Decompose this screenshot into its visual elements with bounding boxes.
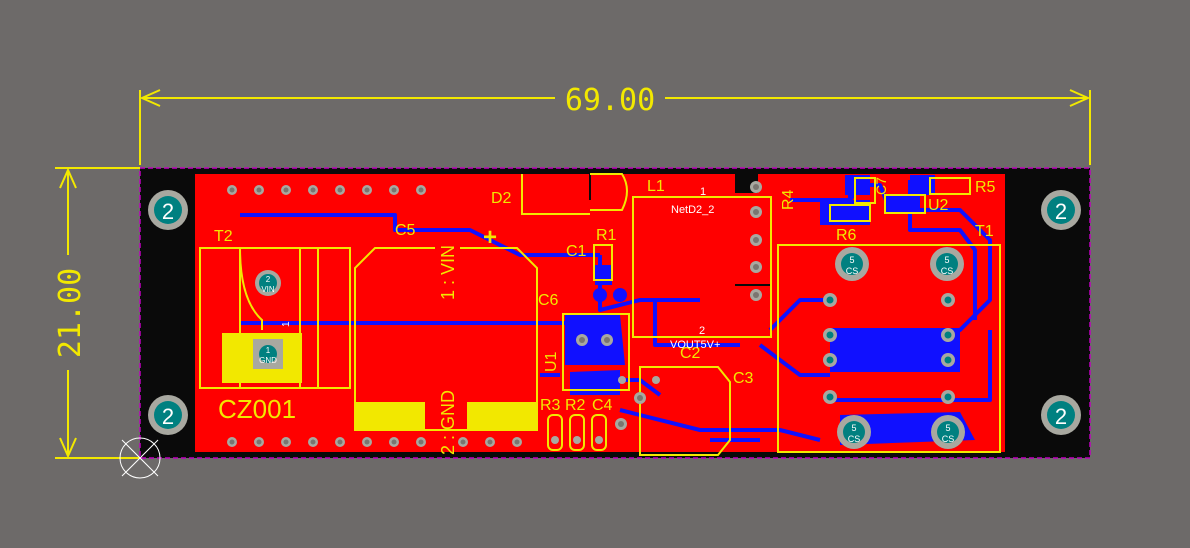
- svg-text:2: 2: [1055, 199, 1067, 224]
- net-d2-2: NetD2_2: [671, 204, 714, 216]
- label-plus: +: [483, 224, 497, 251]
- cs-pad-1: 5 CS: [835, 247, 869, 281]
- t2-gnd-pad: 1 GND: [253, 339, 283, 369]
- cs-pad-4: 5 CS: [931, 415, 965, 449]
- t2-vin-pad: 2 VIN: [255, 270, 281, 296]
- label-c3: C3: [733, 370, 754, 387]
- header-pins-top: [227, 185, 426, 195]
- transformer-pins: [823, 293, 955, 404]
- cs-pad-net: CS: [846, 266, 859, 276]
- label-c7: C7: [873, 177, 889, 195]
- silkscreen-outlines: [199, 173, 1001, 456]
- connector-pins-right: [750, 181, 762, 301]
- mounting-hole-top-right: 2: [1041, 190, 1081, 230]
- silkscreen-labels: T2 C5 1 : VIN 2 : GND + D2 L1 C1 R1 C6 U…: [214, 177, 996, 455]
- net-pin2: 2: [699, 325, 705, 337]
- cs-pad-num: 5: [849, 255, 854, 265]
- label-c1: C1: [566, 243, 587, 260]
- label-c2: C2: [680, 345, 701, 362]
- cs-pad-3: 5 CS: [837, 415, 871, 449]
- height-dimension-label: 21.00: [53, 268, 88, 358]
- label-r2: R2: [565, 397, 586, 414]
- t2-pin2-num: 2: [266, 275, 271, 284]
- t2-pin1-net: GND: [259, 356, 277, 365]
- t2-pin2-net: VIN: [261, 285, 275, 294]
- label-r3: R3: [540, 397, 561, 414]
- cs-pad-net: CS: [941, 266, 954, 276]
- height-dimension: [55, 167, 140, 459]
- label-board-name: CZ001: [218, 394, 296, 424]
- cs-pad-num: 5: [944, 255, 949, 265]
- label-u1: U1: [543, 351, 560, 372]
- label-vin: 1 : VIN: [438, 245, 458, 300]
- label-t1: T1: [975, 223, 994, 240]
- label-u2: U2: [928, 197, 949, 214]
- svg-text:2: 2: [162, 404, 174, 429]
- cs-pad-num: 5: [945, 423, 950, 433]
- t2-pin1-num: 1: [266, 346, 271, 355]
- cs-pad-net: CS: [942, 434, 955, 444]
- cs-pad-net: CS: [848, 434, 861, 444]
- label-r1: R1: [596, 227, 617, 244]
- mounting-hole-bottom-right: 2: [1041, 395, 1081, 435]
- header-pins-bottom: [227, 437, 522, 447]
- ic-pads: [551, 334, 660, 444]
- width-dimension: [139, 89, 1091, 165]
- t2-side-pin: 1: [281, 321, 292, 327]
- label-gnd: 2 : GND: [438, 390, 458, 455]
- net-labels: 1 NetD2_2 2 VOUT5V+ 1: [281, 186, 720, 351]
- width-dimension-label: 69.00: [565, 83, 655, 118]
- label-r4: R4: [780, 189, 797, 210]
- mounting-hole-top-left: 2: [148, 190, 188, 230]
- label-c6: C6: [538, 292, 559, 309]
- cs-pad-2: 5 CS: [930, 247, 964, 281]
- svg-text:2: 2: [162, 199, 174, 224]
- label-c5: C5: [395, 222, 416, 239]
- cs-pad-num: 5: [851, 423, 856, 433]
- label-t2: T2: [214, 228, 233, 245]
- label-l1: L1: [647, 178, 665, 195]
- mounting-hole-bottom-left: 2: [148, 395, 188, 435]
- net-pin1: 1: [700, 186, 706, 198]
- label-r5: R5: [975, 179, 996, 196]
- origin-marker-icon: [119, 437, 161, 479]
- net-vout: VOUT5V+: [670, 339, 720, 351]
- label-r6: R6: [836, 227, 857, 244]
- svg-text:2: 2: [1055, 404, 1067, 429]
- label-c4: C4: [592, 397, 613, 414]
- board-outline: [139, 167, 1091, 459]
- label-d2: D2: [491, 190, 512, 207]
